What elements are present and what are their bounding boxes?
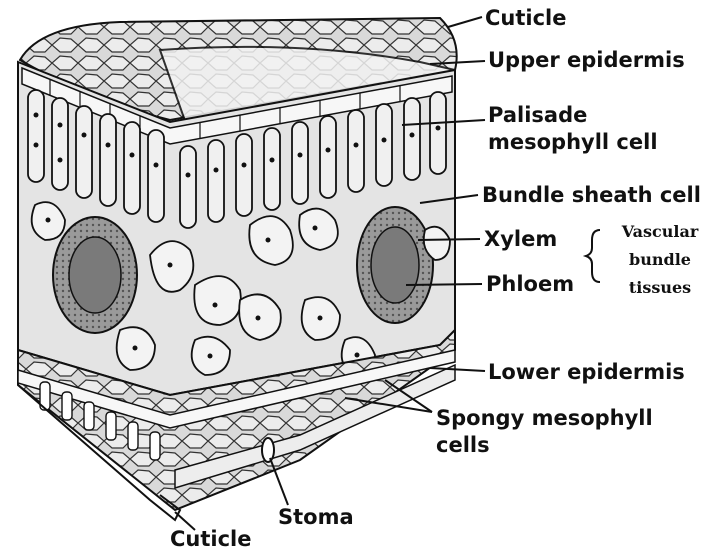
label-vascular-line1: Vascular (605, 220, 715, 244)
label-cuticle-bottom: Cuticle (170, 527, 252, 551)
label-cuticle-top: Cuticle (485, 6, 567, 30)
label-palisade-line1: Palisade (488, 103, 587, 127)
label-spongy-line1: Spongy mesophyll (436, 406, 653, 430)
label-lower-epidermis: Lower epidermis (488, 360, 685, 384)
label-stoma: Stoma (278, 505, 354, 529)
label-spongy-line2: cells (436, 433, 490, 457)
label-vascular-line2: bundle (605, 248, 715, 272)
label-phloem: Phloem (486, 272, 574, 296)
label-vascular-line3: tissues (605, 276, 715, 300)
label-upper-epidermis: Upper epidermis (488, 48, 685, 72)
label-bundle-sheath: Bundle sheath cell (482, 183, 701, 207)
label-xylem: Xylem (484, 227, 557, 251)
vascular-brace (586, 230, 600, 282)
stoma-shape (262, 438, 274, 462)
label-palisade-line2: mesophyll cell (488, 130, 658, 154)
